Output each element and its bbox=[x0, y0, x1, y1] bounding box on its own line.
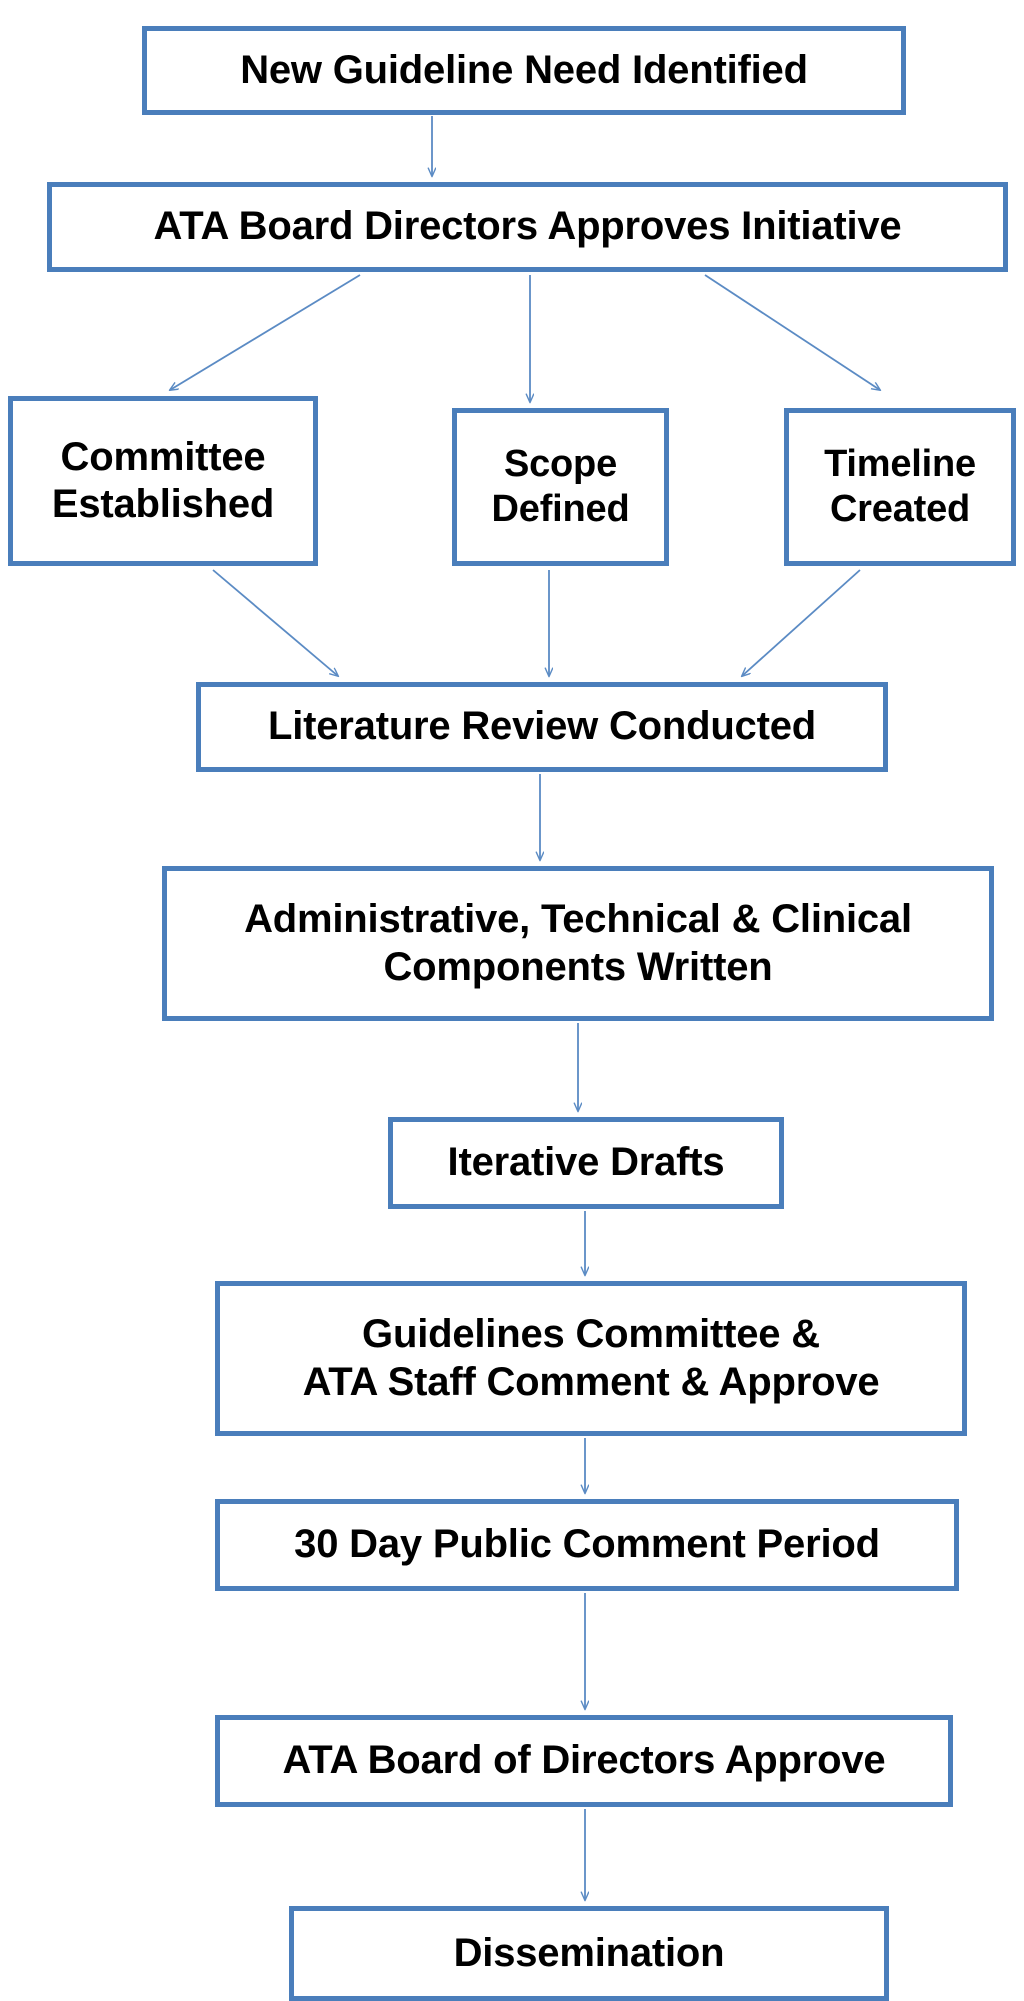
node-scope-defined[interactable]: Scope Defined bbox=[452, 408, 669, 566]
node-label: New Guideline Need Identified bbox=[240, 47, 808, 92]
node-label: Administrative, Technical & Clinical Com… bbox=[244, 897, 912, 989]
edge-board-to-committee bbox=[170, 274, 361, 390]
edge-timeline-to-litreview bbox=[742, 569, 861, 676]
node-label: ATA Board Directors Approves Initiative bbox=[153, 204, 902, 249]
node-administrative-technical-clinical-components-written[interactable]: Administrative, Technical & Clinical Com… bbox=[162, 866, 994, 1021]
node-label: Literature Review Conducted bbox=[267, 704, 817, 749]
node-label: Scope Defined bbox=[491, 443, 630, 530]
node-committee-established[interactable]: Committee Established bbox=[8, 396, 318, 566]
node-label: Dissemination bbox=[453, 1930, 725, 1975]
node-timeline-created[interactable]: Timeline Created bbox=[784, 408, 1016, 566]
node-thirty-day-public-comment-period[interactable]: 30 Day Public Comment Period bbox=[215, 1499, 959, 1591]
node-guidelines-committee-ata-staff-comment-approve[interactable]: Guidelines Committee & ATA Staff Comment… bbox=[215, 1281, 967, 1436]
edge-committee-to-litreview bbox=[212, 569, 338, 676]
node-new-guideline-need-identified[interactable]: New Guideline Need Identified bbox=[142, 26, 906, 115]
node-label: Timeline Created bbox=[824, 443, 976, 530]
node-label: Iterative Drafts bbox=[447, 1140, 725, 1185]
node-label: ATA Board of Directors Approve bbox=[282, 1738, 886, 1783]
edge-board-to-timeline bbox=[704, 274, 880, 390]
node-label: Committee Established bbox=[51, 434, 275, 526]
node-label: 30 Day Public Comment Period bbox=[294, 1522, 880, 1567]
node-label: Guidelines Committee & ATA Staff Comment… bbox=[302, 1312, 880, 1404]
node-literature-review-conducted[interactable]: Literature Review Conducted bbox=[196, 682, 888, 772]
node-ata-board-directors-approves-initiative[interactable]: ATA Board Directors Approves Initiative bbox=[47, 182, 1008, 272]
node-iterative-drafts[interactable]: Iterative Drafts bbox=[388, 1117, 784, 1209]
node-dissemination[interactable]: Dissemination bbox=[289, 1906, 889, 2001]
flowchart-canvas: New Guideline Need Identified ATA Board … bbox=[8, 26, 1016, 2001]
node-ata-board-of-directors-approve[interactable]: ATA Board of Directors Approve bbox=[215, 1715, 953, 1807]
